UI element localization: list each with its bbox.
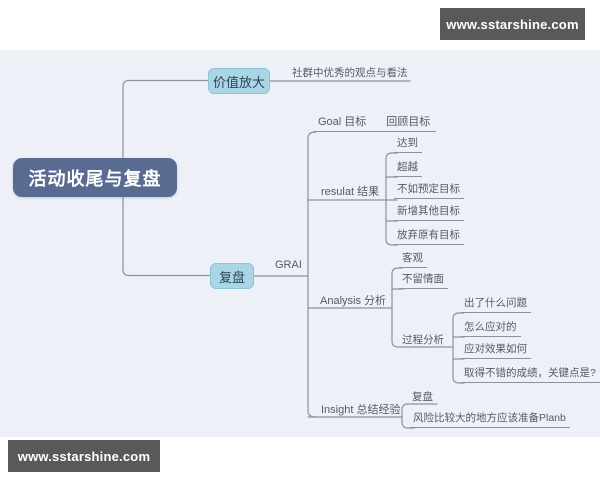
label-goal: Goal 目标 [318, 116, 367, 128]
label-insight-review: 复盘 [412, 391, 433, 403]
label-result-abandoned-targets: 放弃原有目标 [394, 229, 464, 245]
label-process-key-points: 取得不错的成绩，关键点是? [461, 367, 600, 383]
label-result-exceeded: 超越 [394, 161, 422, 177]
label-result-new-targets: 新增其他目标 [394, 205, 464, 221]
watermark-bottom-left: www.sstarshine.com [8, 440, 160, 472]
label-analysis-objective: 客观 [399, 252, 427, 268]
label-grai: GRAI [275, 259, 302, 271]
review-branch-node: 复盘 [210, 263, 254, 289]
label-analysis-no-mercy: 不留情面 [399, 273, 448, 289]
label-insight: Insight 总结经验 [321, 404, 401, 416]
label-result: resulat 结果 [321, 186, 380, 198]
goal-branch-row: Goal 目标 回顾目标 [314, 116, 437, 132]
watermark-top-right: www.sstarshine.com [440, 8, 585, 40]
mindmap-canvas [0, 50, 600, 437]
value-branch-node: 价值放大 [208, 68, 270, 94]
label-process-what-problems: 出了什么问题 [461, 297, 531, 313]
label-process-how-responded: 怎么应对的 [461, 321, 521, 337]
label-community-views: 社群中优秀的观点与看法 [292, 67, 408, 79]
label-process-response-effect: 应对效果如何 [461, 343, 531, 359]
label-analysis: Analysis 分析 [320, 295, 387, 307]
label-insight-planb: 风险比较大的地方应该准备Planb [410, 412, 570, 428]
label-result-below-target: 不如预定目标 [394, 183, 464, 199]
root-node: 活动收尾与复盘 [13, 158, 177, 197]
label-goal-review: 回顾目标 [386, 116, 431, 128]
label-process-analysis: 过程分析 [402, 334, 444, 346]
label-result-achieved: 达到 [394, 137, 422, 153]
